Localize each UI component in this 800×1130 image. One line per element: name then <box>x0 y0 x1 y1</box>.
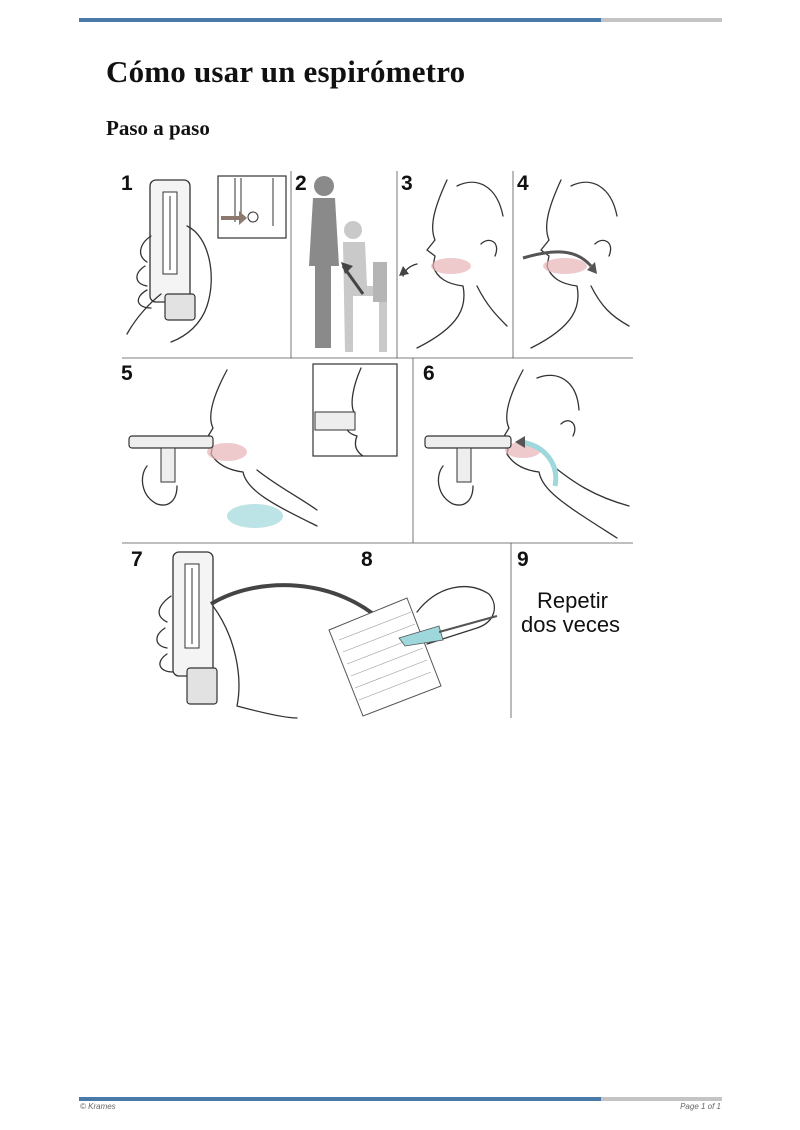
step-7-number: 7 <box>131 548 143 571</box>
panel-2: 2 <box>295 172 387 352</box>
page-subtitle: Paso a paso <box>106 116 210 140</box>
page-title: Cómo usar un espirómetro <box>106 54 466 89</box>
panel-1: 1 <box>121 172 287 343</box>
step-9-text-line-1: Repetir <box>537 588 608 613</box>
step-9-text-line-2: dos veces <box>521 612 620 637</box>
step-5-number: 5 <box>121 362 133 385</box>
footer-rule-blue <box>79 1097 601 1101</box>
footer-rule-grey <box>601 1097 722 1101</box>
step-8-number: 8 <box>361 548 373 571</box>
header-rule-blue <box>79 18 601 22</box>
header-rule <box>79 18 722 22</box>
panel-9: 9 Repetir dos veces <box>517 548 620 637</box>
panel-3: 3 <box>399 172 508 349</box>
panel-6: 6 <box>423 362 630 539</box>
header-rule-grey <box>601 18 722 22</box>
panel-dividers <box>122 171 633 718</box>
footer-rule <box>79 1097 722 1101</box>
footer-copyright: © Krames <box>80 1102 116 1111</box>
step-1-number: 1 <box>121 172 133 195</box>
step-2-number: 2 <box>295 172 307 195</box>
spirometer-steps-illustration: 1 2 3 4 <box>121 171 633 719</box>
step-6-number: 6 <box>423 362 435 385</box>
panel-4: 4 <box>517 172 630 349</box>
footer-page-number: Page 1 of 1 <box>680 1102 721 1111</box>
step-3-number: 3 <box>401 172 413 195</box>
panel-5: 5 <box>121 362 398 528</box>
step-9-number: 9 <box>517 548 529 571</box>
panel-7-8: 7 8 <box>131 548 498 719</box>
step-4-number: 4 <box>517 172 529 195</box>
